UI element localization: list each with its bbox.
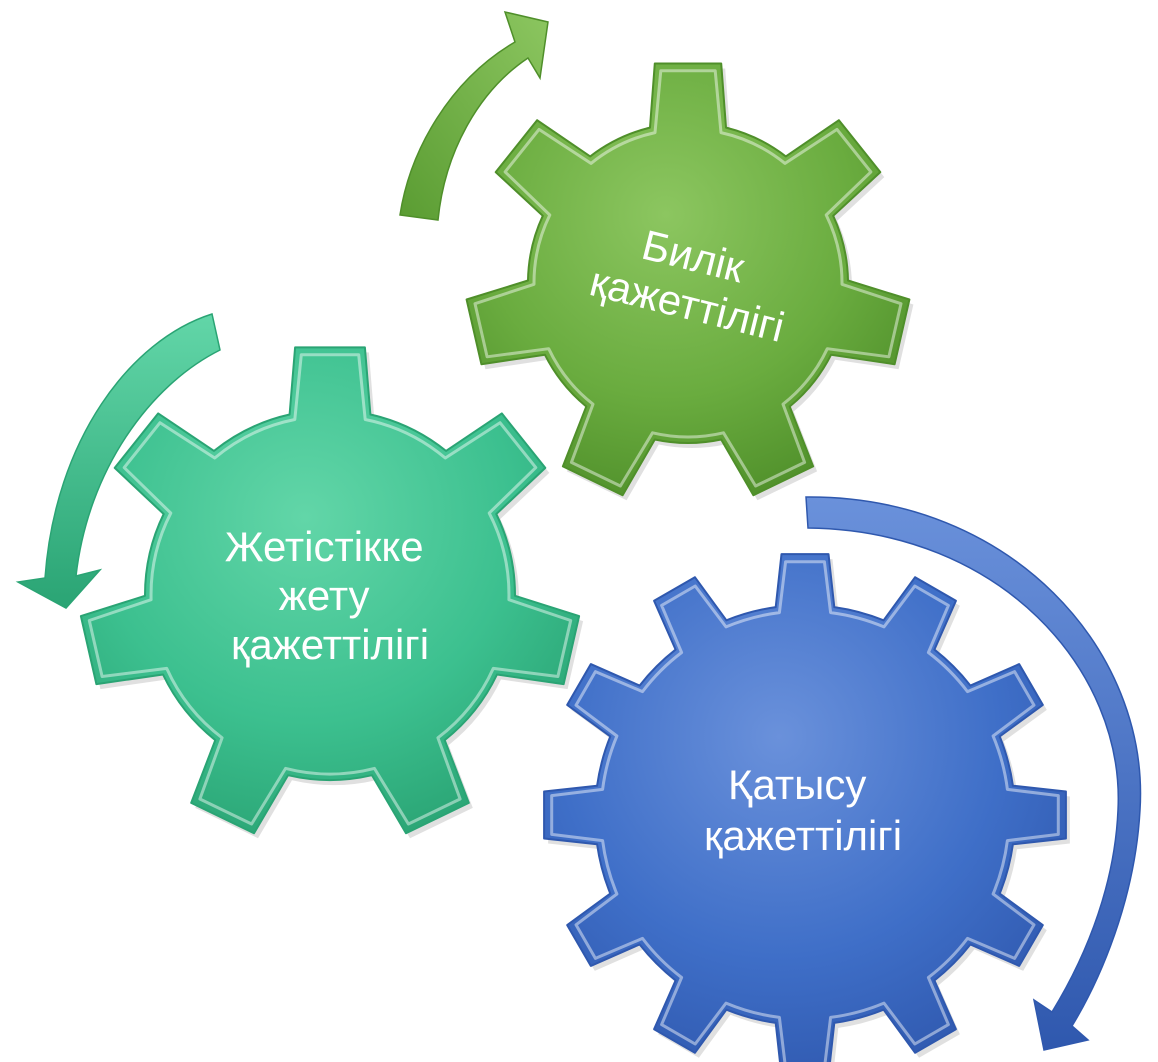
gear-zhetistik-highlight bbox=[87, 353, 573, 826]
gear-bilik bbox=[465, 62, 914, 501]
gear-bilik-body bbox=[465, 62, 911, 497]
gear-label-zhetistik-line1: Жетістікке bbox=[225, 523, 424, 570]
arrow-katysu bbox=[805, 496, 1142, 1051]
gear-katysu bbox=[543, 553, 1070, 1062]
gear-label-katysu-line2: қажеттілігі bbox=[704, 812, 902, 859]
arrow-zhetistik bbox=[15, 313, 221, 609]
gear-label-katysu-line1: Қатысу bbox=[728, 761, 866, 808]
gear-zhetistik-body bbox=[79, 346, 581, 835]
gear-label-zhetistik-line3: қажеттілігі bbox=[231, 621, 429, 668]
gear-katysu-highlight bbox=[550, 560, 1060, 1062]
gear-bilik-highlight bbox=[473, 69, 903, 488]
gear-katysu-body bbox=[543, 553, 1067, 1062]
gear-label-zhetistik: Жетістікке жету қажеттілігі bbox=[225, 523, 436, 668]
gear-zhetistik bbox=[79, 346, 584, 839]
arrow-bilik bbox=[399, 10, 549, 221]
gear-label-katysu: Қатысу қажеттілігі bbox=[704, 761, 902, 859]
gear-label-zhetistik-line2: жету bbox=[279, 572, 370, 619]
